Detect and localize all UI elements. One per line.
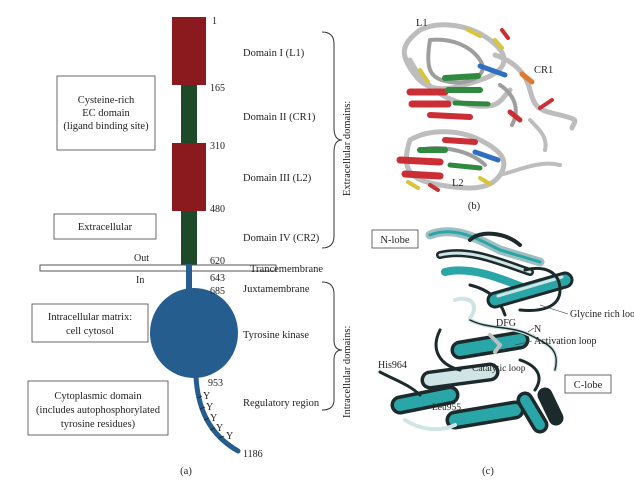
cysteine-rich-box: Cysteine-rich EC domain (ligand binding … [56,75,156,151]
cysteine-line-1: Cysteine-rich [78,95,135,106]
cr1-label: CR1 [534,65,553,76]
c-lobe-label: C-lobe [574,380,603,391]
transmembrane-label: Trancemembrane [250,264,323,275]
glycine-rich-loop-label: Glycine rich loop [570,309,634,320]
glycine-leader [539,304,569,315]
domain-iv-block [181,211,197,265]
tyrosine-kinase-label: Tyrosine kinase [243,330,309,341]
extracellular-box: Extracellular [53,213,157,240]
panel-c-caption: (c) [482,466,494,477]
matrix-line-2: cell cytosol [66,326,114,337]
cysteine-line-3: (ligand binding site) [63,121,149,132]
regulatory-region-label: Regulatory region [243,398,320,409]
cytoplasmic-domain-box: Cytoplasmic domain (includes autophospho… [27,380,169,436]
ecd-structure-image [396,22,578,192]
tyrosine-label: Y [203,391,210,402]
cytoplasmic-line-2: (includes autophosphorylated [36,405,161,416]
n-terminus-label: N [534,324,541,335]
transmembrane-segment [186,264,192,272]
residue-620: 620 [210,256,225,267]
extracellular-brace [321,31,343,249]
residue-1: 1 [212,16,217,27]
residue-643: 643 [210,273,225,284]
residue-953: 953 [208,378,223,389]
tyrosine-label: Y [210,413,217,424]
his964-label: His964 [378,360,407,371]
panel-a-caption: (a) [180,466,192,477]
residue-480: 480 [210,204,225,215]
membrane-bar [39,264,277,272]
l2-label: L2 [452,178,464,189]
catalytic-loop-label: Catalytic loop [472,364,526,374]
domain-i-block [172,17,206,85]
membrane-in-label: In [136,275,144,286]
tyrosine-label: Y [206,402,213,413]
panel-c: N-lobe C-lobe Glycine rich loop DFG N Ac… [371,227,634,477]
residue-165: 165 [210,83,225,94]
n-lobe-label: N-lobe [380,235,409,246]
n-leader [527,327,535,333]
intracellular-domains-label: Intracellular domains: [342,325,353,418]
activation-leader [514,340,533,346]
matrix-line-1: Intracellular matrix: [48,312,132,323]
cysteine-line-2: EC domain [82,108,130,119]
tyrosine-label: Y [226,431,233,442]
c-lobe-box: C-lobe [564,374,612,394]
dfg-label: DFG [496,318,516,329]
tyrosine-label: Y [216,423,223,434]
domain-i-label: Domain I (L1) [243,48,305,59]
residue-685: 685 [210,286,225,297]
activation-loop-label: Activation loop [534,336,597,347]
c-terminal-tail [193,374,241,454]
l1-label: L1 [416,18,428,29]
cytoplasmic-line-3: tyrosine residues) [61,419,136,430]
residue-310: 310 [210,141,225,152]
intracellular-brace [321,281,343,411]
intracellular-matrix-box: Intracellular matrix: cell cytosol [31,303,149,343]
domain-ii-label: Domain II (CR1) [243,112,316,123]
domain-ii-block [181,85,197,143]
juxtamembrane-label: Juxtamembrane [243,284,310,295]
kinase-structure-image [378,227,574,434]
panel-a: Y Y Y Y Y 1 165 310 480 620 643 685 953 … [27,16,353,477]
domain-iii-block [172,143,206,211]
extracellular-domains-label: Extracellular domains: [342,101,353,196]
domain-iii-label: Domain III (L2) [243,173,312,184]
panel-b: L1 CR1 L2 (b) [396,18,578,212]
extracellular-text: Extracellular [78,222,133,233]
domain-iv-label: Domain IV (CR2) [243,233,320,244]
cytoplasmic-line-1: Cytoplasmic domain [54,391,142,402]
juxtamembrane-segment [186,271,192,291]
tyrosine-residues: Y Y Y Y Y [197,391,233,442]
leu955-label: Leu955 [432,403,461,413]
tyrosine-kinase-ellipse [150,288,238,378]
membrane-out-label: Out [134,253,149,264]
panel-b-caption: (b) [468,201,481,212]
n-lobe-box: N-lobe [371,229,419,249]
residue-1186: 1186 [243,449,263,460]
